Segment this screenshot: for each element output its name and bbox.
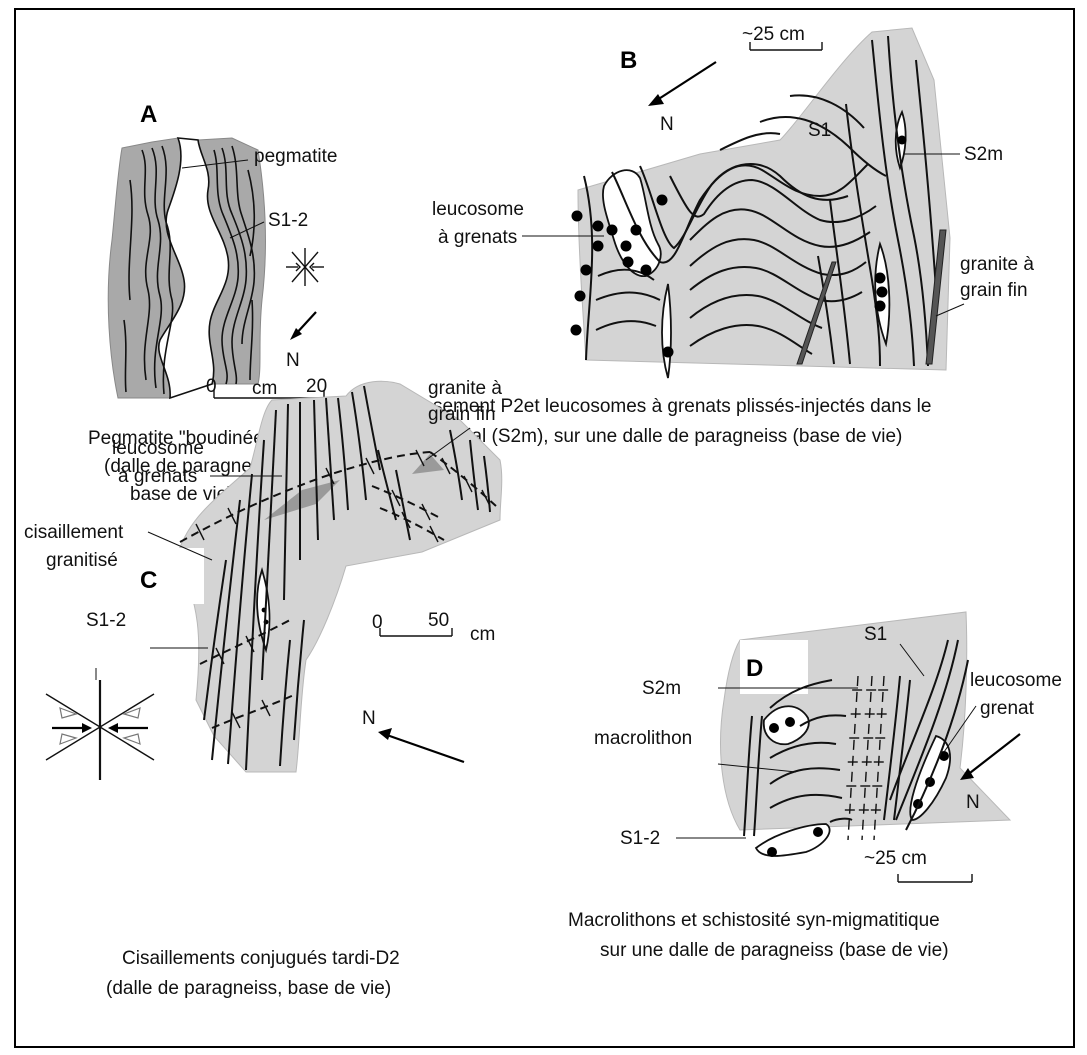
panel-a-north-arrow <box>290 312 316 340</box>
panel-c-scale-zero: 0 <box>372 612 383 633</box>
panel-d-leucosome-label1: leucosome <box>970 670 1062 691</box>
panel-d-caption-line2: sur une dalle de paragneiss (base de vie… <box>600 940 949 961</box>
panel-a-letter: A <box>140 101 157 128</box>
panel-b-letter: B <box>620 47 637 74</box>
panel-a-scale-unit: cm <box>252 378 277 399</box>
panel-b-s2m-label: S2m <box>964 144 1003 165</box>
panel-d-north-arrow <box>960 734 1020 780</box>
panel-c: C granite à grain fin leucosome à grenat… <box>24 378 502 999</box>
panel-c-scale-unit: cm <box>470 624 495 645</box>
panel-a-letter-tile <box>126 82 198 138</box>
panel-d-scale-label: ~25 cm <box>864 848 927 869</box>
panel-d-s2m-label: S2m <box>642 678 681 699</box>
panel-b-leucosome-label1: leucosome <box>432 199 524 220</box>
panel-d-macrolithon-label: macrolithon <box>594 728 692 749</box>
panel-c-caption-line2: (dalle de paragneiss, base de vie) <box>106 978 391 999</box>
panel-c-caption-line1: Cisaillements conjugués tardi-D2 <box>122 948 400 969</box>
panel-c-scale-max: 50 <box>428 610 449 631</box>
panel-a-scale-max: 20 <box>306 376 327 397</box>
panel-a-pegmatite-label: pegmatite <box>254 146 337 167</box>
panel-c-shear-label2: granitisé <box>46 550 118 571</box>
panel-d-s12-label: S1-2 <box>620 828 660 849</box>
panel-b-s1-label: S1 <box>808 120 831 141</box>
panel-c-leucosome-label1: leucosome <box>112 438 204 459</box>
panel-b-granite-label2: grain fin <box>960 280 1028 301</box>
panel-c-s12-label: S1-2 <box>86 610 126 631</box>
panel-c-shear-label1: cisaillement <box>24 522 124 543</box>
panel-c-leucosome-label2: à grenats <box>118 466 197 487</box>
panel-b-north-label: N <box>660 114 674 135</box>
panel-b-leucosome-label2: à grenats <box>438 227 517 248</box>
panel-d-s1-label: S1 <box>864 624 887 645</box>
panel-b-scale-label: ~25 cm <box>742 24 805 45</box>
panel-d-scale-bar <box>898 874 972 882</box>
panel-b-granite-label1: granite à <box>960 254 1034 275</box>
panel-d-letter: D <box>746 655 763 682</box>
panel-c-north-label: N <box>362 708 376 729</box>
panel-c-letter: C <box>140 567 157 594</box>
panel-a-scale-zero: 0 <box>206 376 217 397</box>
panel-c-north-arrow <box>378 728 464 762</box>
panel-d-caption-line1: Macrolithons et schistosité syn-migmatit… <box>568 910 940 931</box>
panel-a-north-label: N <box>286 350 300 371</box>
panel-d-north-label: N <box>966 792 980 813</box>
panel-d: D S1 S2m leucosome gren <box>568 612 1062 961</box>
panel-a-s12-label: S1-2 <box>268 210 308 231</box>
panel-c-granite-label1: granite à <box>428 378 502 399</box>
panel-d-leucosome-label2: grenat <box>980 698 1035 719</box>
panel-c-conjugate-symbol <box>46 668 154 780</box>
panel-c-granite-label2: grain fin <box>428 404 496 425</box>
panel-a-strain-symbol <box>286 248 324 286</box>
